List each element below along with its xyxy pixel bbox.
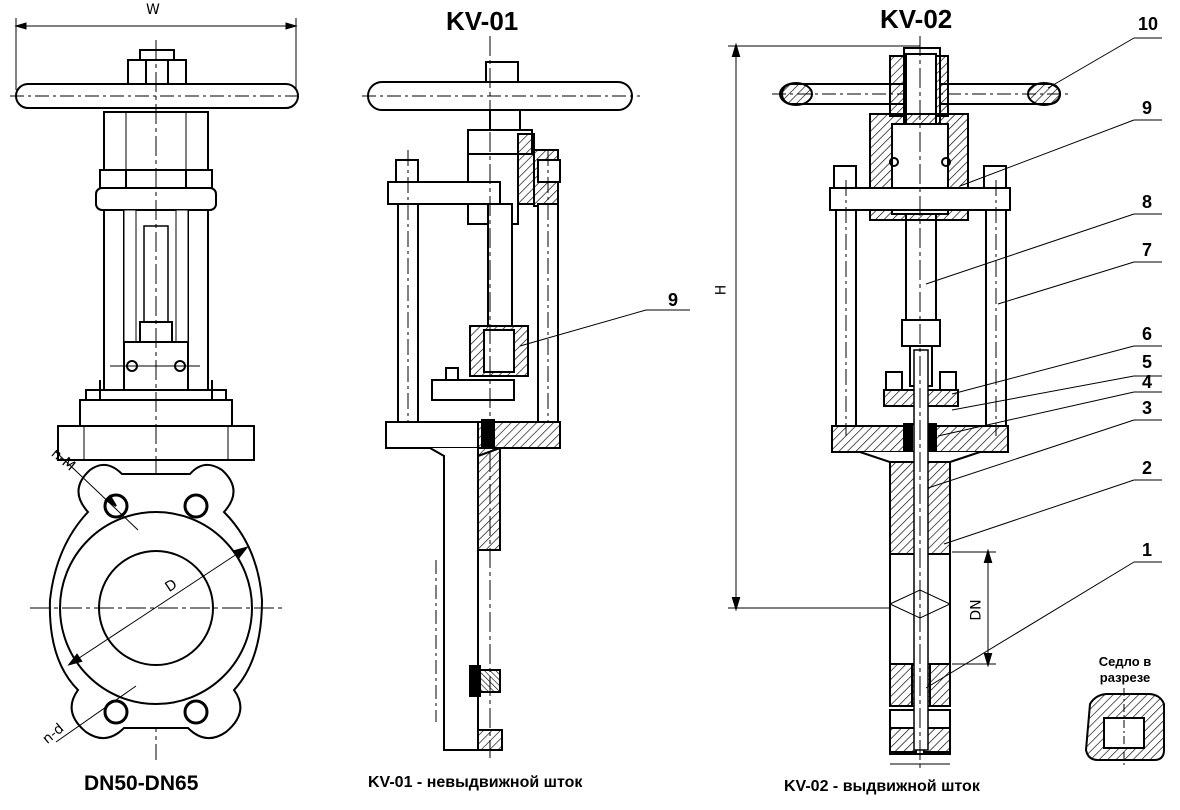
kv02-callout-5: 5: [1142, 352, 1153, 372]
kv02-callout-9: 9: [1142, 98, 1153, 118]
kv02-callout-8: 8: [1142, 192, 1153, 212]
kv02-callout-2: 2: [1142, 458, 1153, 478]
seat-label-line-1: Седло в: [1098, 654, 1152, 669]
kv02-callout-10: 10: [1138, 14, 1159, 34]
kv02-callout-4: 4: [1142, 372, 1153, 392]
dimension-w-label: W: [146, 2, 160, 18]
kv01-caption: KV-01 - невыдвижной шток: [368, 774, 583, 791]
seat-label-line-2: разрезе: [1099, 670, 1151, 685]
kv01-section: [362, 36, 690, 758]
flange-circle: [59, 511, 253, 705]
kv02-caption: KV-02 - выдвижной шток: [784, 778, 980, 795]
kv02-callout-1: 1: [1142, 540, 1153, 560]
kv02-section: [728, 36, 1162, 770]
kv01-title: KV-01: [446, 6, 519, 36]
w-dimension: [14, 18, 298, 90]
dimension-dn-label: DN: [968, 599, 985, 621]
kv02-title: KV-02: [880, 4, 953, 34]
kv01-callout-9: 9: [668, 290, 679, 310]
kv02-callout-7: 7: [1142, 240, 1153, 260]
lug-body: [48, 463, 264, 739]
kv02-callout-6: 6: [1142, 324, 1153, 344]
seat-section-label: Седло в разрезе: [1086, 654, 1164, 686]
front-view: [10, 18, 302, 760]
kv02-leaders: [925, 37, 1162, 689]
dimension-h-label: H: [713, 284, 730, 296]
seat-section-detail: [1084, 688, 1165, 766]
front-view-caption: DN50-DN65: [84, 772, 199, 795]
kv02-callout-3: 3: [1142, 398, 1153, 418]
